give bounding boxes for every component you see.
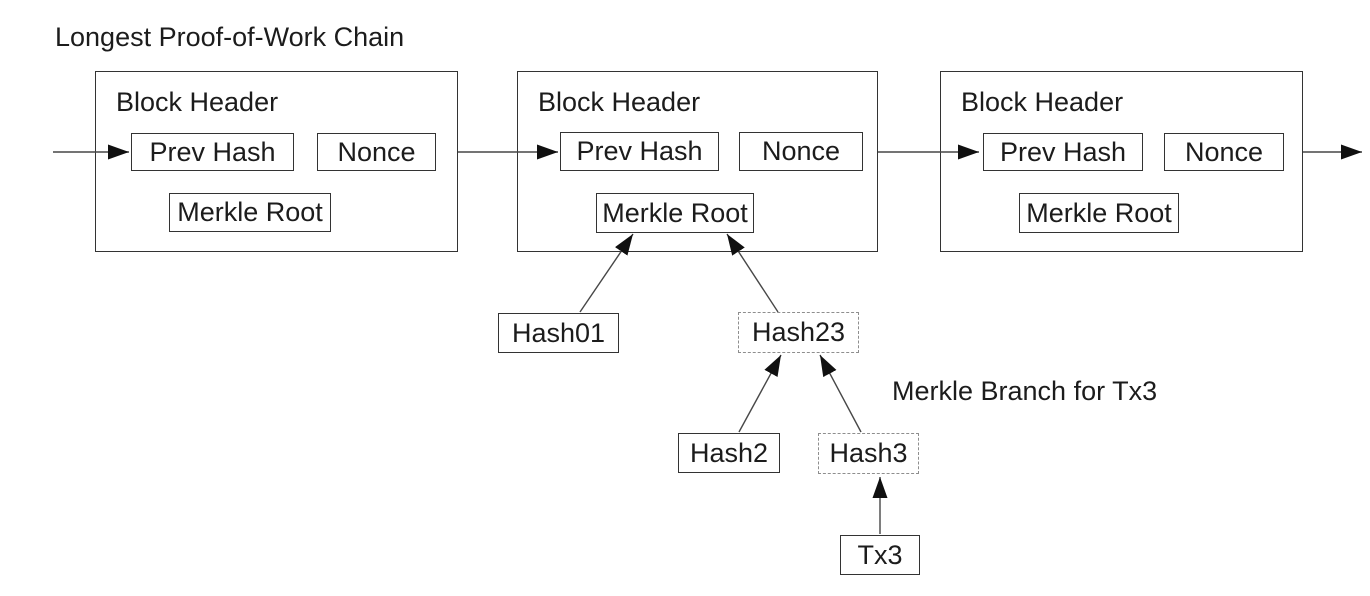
merkle-root-box: Merkle Root	[596, 193, 754, 233]
nonce-box: Nonce	[739, 132, 863, 171]
nonce-box: Nonce	[1164, 133, 1284, 171]
hash2-node: Hash2	[678, 433, 780, 473]
block-header-box-2: Block Header Prev Hash Nonce Merkle Root	[517, 71, 878, 252]
arrow-hash3-hash23	[819, 354, 862, 433]
block-header-label: Block Header	[538, 87, 701, 117]
prev-hash-box: Prev Hash	[560, 132, 719, 171]
prev-hash-box: Prev Hash	[983, 133, 1143, 171]
block-header-label: Block Header	[116, 87, 279, 117]
nonce-box: Nonce	[317, 133, 436, 171]
hash3-node: Hash3	[818, 433, 919, 474]
block-header-label: Block Header	[961, 87, 1124, 117]
arrow-hash2-hash23	[738, 354, 782, 433]
merkle-branch-label: Merkle Branch for Tx3	[892, 376, 1158, 406]
hash23-node: Hash23	[738, 312, 859, 353]
tx3-node: Tx3	[840, 535, 920, 575]
diagram-title: Longest Proof-of-Work Chain	[55, 22, 405, 52]
hash01-node: Hash01	[498, 313, 619, 353]
merkle-root-box: Merkle Root	[169, 193, 331, 232]
prev-hash-box: Prev Hash	[131, 133, 294, 171]
block-header-box-3: Block Header Prev Hash Nonce Merkle Root	[940, 71, 1303, 252]
block-header-box-1: Block Header Prev Hash Nonce Merkle Root	[95, 71, 458, 252]
merkle-root-box: Merkle Root	[1019, 193, 1179, 233]
